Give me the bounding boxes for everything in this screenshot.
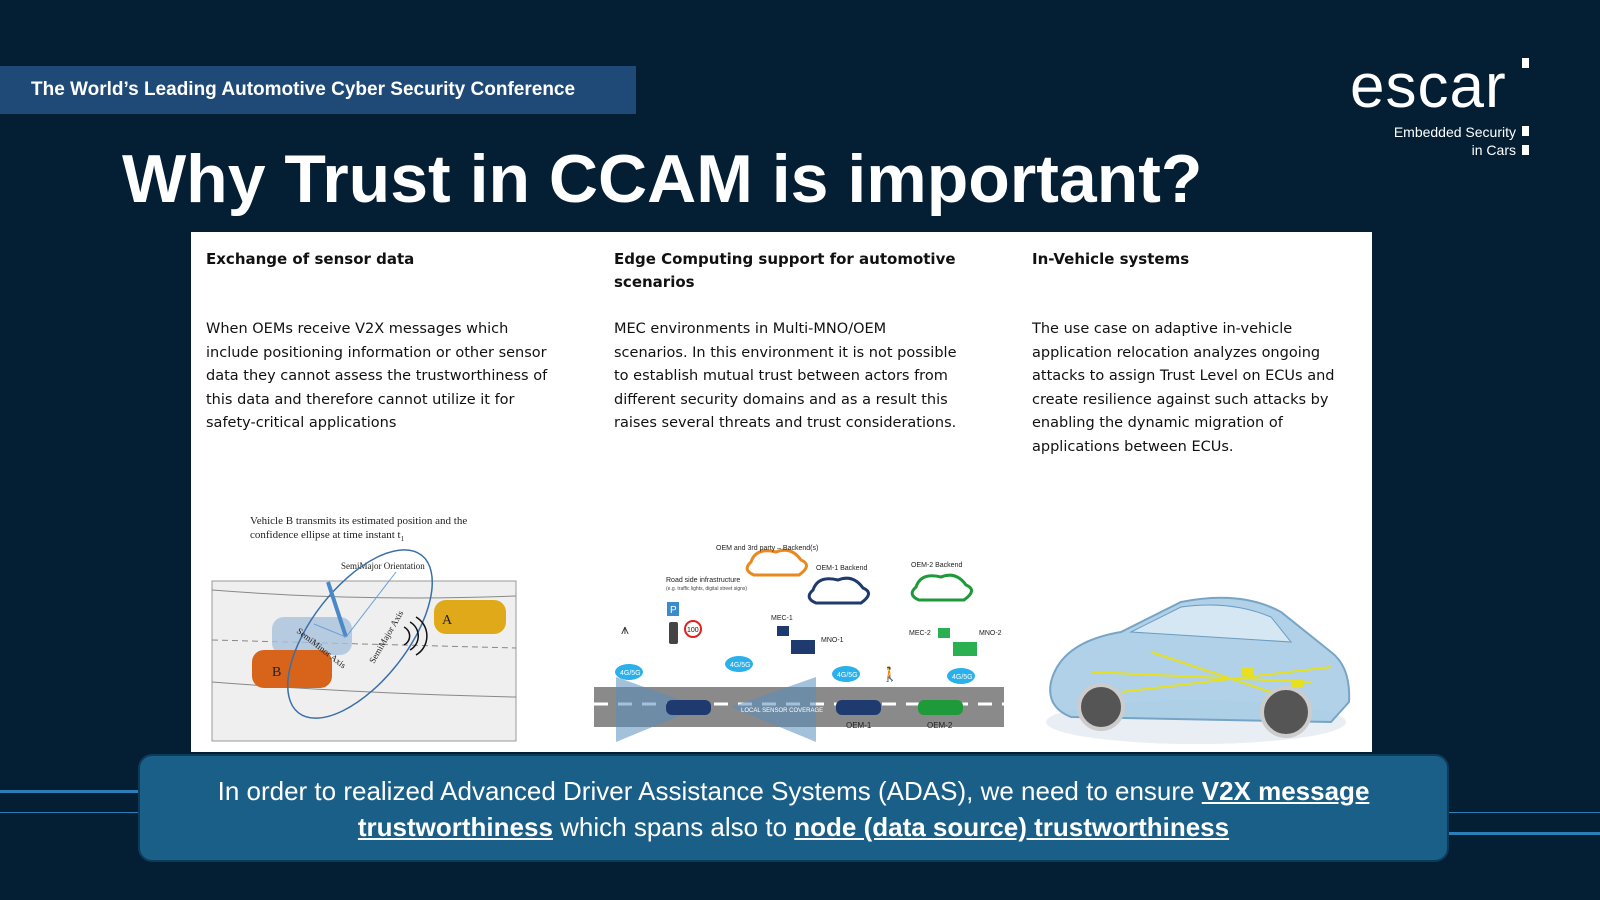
svg-text:A: A — [442, 613, 453, 628]
decorative-line — [1449, 812, 1600, 813]
decorative-line — [0, 812, 140, 813]
fig1-orientation-label: SemiMajor Orientation — [341, 561, 425, 571]
car-icon — [666, 700, 711, 715]
column-body: When OEMs receive V2X messages which inc… — [206, 321, 548, 431]
svg-text:OEM and 3rd party – Backend(s): OEM and 3rd party – Backend(s) — [716, 545, 818, 552]
svg-text:4G/5G: 4G/5G — [730, 662, 751, 669]
signal-icon — [403, 616, 428, 656]
column-heading: Exchange of sensor data — [206, 250, 415, 268]
confidence-ellipse-figure: Vehicle B transmits its estimated positi… — [211, 515, 517, 742]
fig1-caption-1: Vehicle B transmits its estimated positi… — [250, 515, 467, 527]
column-heading: In-Vehicle systems — [1032, 250, 1190, 268]
content-panel: Exchange of sensor data When OEMs receiv… — [191, 232, 1372, 752]
edge-computing-figure: LOCAL SENSOR COVERAGE OEM-1 OEM-2 4G/5G … — [594, 545, 1004, 742]
escar-logo: escar Embedded Security in Cars — [1350, 56, 1560, 162]
callout-emphasis-v2x: V2X message trustworthiness — [357, 776, 1370, 842]
slide-title: Why Trust in CCAM is important? — [122, 141, 1203, 217]
in-vehicle-car-figure — [1046, 596, 1351, 744]
svg-text:MEC-1: MEC-1 — [771, 615, 793, 622]
column-body: The use case on adaptive in-vehicle appl… — [1032, 321, 1335, 455]
pedestrian-icon: 🚶 — [881, 666, 898, 683]
svg-text:OEM-2: OEM-2 — [927, 721, 953, 730]
svg-text:MEC-2: MEC-2 — [909, 630, 931, 637]
svg-text:OEM-1: OEM-1 — [846, 721, 872, 730]
svg-text:OEM-1 Backend: OEM-1 Backend — [816, 565, 867, 572]
callout-text: In order to realized Advanced Driver Ass… — [217, 776, 1202, 806]
traffic-light-icon — [669, 622, 678, 644]
decorative-line — [1449, 832, 1600, 835]
fig1-caption-2: confidence ellipse at time instant t — [250, 529, 401, 541]
callout-text: which spans also to — [552, 812, 795, 842]
column-body: MEC environments in Multi-MNO/OEM scenar… — [614, 321, 957, 431]
svg-text:LOCAL SENSOR COVERAGE: LOCAL SENSOR COVERAGE — [741, 708, 823, 714]
key-message-callout: In order to realized Advanced Driver Ass… — [138, 754, 1449, 862]
decorative-line — [0, 790, 140, 793]
vehicle-ghost — [272, 617, 352, 655]
column-edge-computing: Edge Computing support for automotive sc… — [614, 248, 964, 436]
svg-text:4G/5G: 4G/5G — [620, 670, 641, 677]
car-icon — [918, 700, 963, 715]
svg-text:Road side infrastructure: Road side infrastructure — [666, 577, 740, 584]
svg-text:4G/5G: 4G/5G — [837, 672, 858, 679]
svg-text:confidence ellipse at time ins: confidence ellipse at time instant t1 — [250, 529, 405, 543]
column-heading: Edge Computing support for automotive sc… — [614, 250, 956, 291]
logo-tagline-1: Embedded Security — [1393, 124, 1516, 140]
svg-text:(e.g. traffic lights, digital: (e.g. traffic lights, digital street sig… — [666, 586, 747, 592]
svg-text:4G/5G: 4G/5G — [952, 674, 973, 681]
conference-banner: The World’s Leading Automotive Cyber Sec… — [0, 66, 636, 114]
svg-text:100: 100 — [687, 627, 699, 634]
callout-emphasis-node: node (data source) trustworthiness — [794, 812, 1230, 842]
column-sensor-data: Exchange of sensor data When OEMs receiv… — [206, 248, 556, 436]
vehicle-b — [252, 650, 332, 688]
svg-text:MNO-2: MNO-2 — [979, 630, 1002, 637]
logo-word: escar — [1350, 52, 1507, 121]
logo-tagline-2: in Cars — [1471, 142, 1516, 158]
antenna-icon: ⩚ — [621, 621, 629, 637]
car-icon — [836, 700, 881, 715]
svg-text:P: P — [670, 605, 677, 616]
vehicle-a — [434, 600, 506, 634]
svg-text:MNO-1: MNO-1 — [821, 637, 844, 644]
svg-text:OEM-2 Backend: OEM-2 Backend — [911, 562, 962, 569]
svg-text:B: B — [272, 665, 281, 680]
column-in-vehicle: In-Vehicle systems The use case on adapt… — [1032, 248, 1372, 459]
